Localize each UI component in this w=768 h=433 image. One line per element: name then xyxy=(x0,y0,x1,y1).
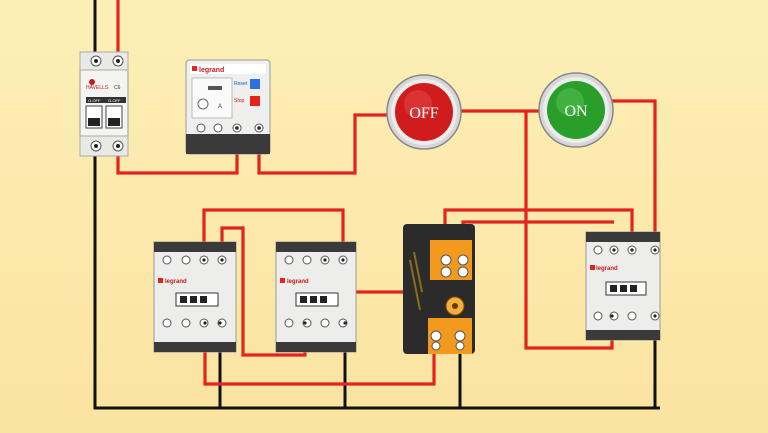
legrand-logo-icon xyxy=(280,278,285,283)
stop-label: Stop xyxy=(234,98,245,104)
on-push-button[interactable]: ON xyxy=(538,72,614,148)
contactor-1-brand: legrand xyxy=(165,279,187,285)
contactor-2: legrand xyxy=(275,241,357,353)
relay-brand: legrand xyxy=(199,67,224,74)
on-to-c3-wire xyxy=(611,99,657,260)
contactor-2-brand: legrand xyxy=(287,279,309,285)
reset-label: Reset xyxy=(234,81,248,87)
reset-button[interactable] xyxy=(250,79,260,89)
breaker-rating: C6 xyxy=(114,85,121,91)
terminal-screws xyxy=(202,248,657,325)
timer-relay: legrand A Reset Stop xyxy=(185,59,271,155)
module-marking-icon xyxy=(409,251,423,311)
off-push-button[interactable]: OFF xyxy=(386,74,462,150)
relay-unit: A xyxy=(218,104,222,110)
on-button-label: ON xyxy=(564,103,588,120)
c1-to-overload-wire xyxy=(203,323,436,386)
breaker-state-right: O-OFF xyxy=(108,98,121,103)
c1-c2-link-wire xyxy=(202,208,345,260)
brand-logo-icon xyxy=(89,79,95,85)
legrand-logo-icon xyxy=(192,66,197,71)
stop-button[interactable] xyxy=(250,96,260,106)
breaker-brand: HAVELLS xyxy=(86,85,109,91)
contactor-1: legrand xyxy=(153,241,237,353)
relay-to-off-wire xyxy=(257,113,389,175)
mcb-breaker: HAVELLS C6 O-OFF O-OFF xyxy=(79,51,129,157)
off-button-label: OFF xyxy=(409,105,438,122)
contactor-3: legrand xyxy=(585,231,661,341)
breaker-state-left: O-OFF xyxy=(88,98,101,103)
legrand-logo-icon xyxy=(590,265,595,270)
adjust-knob-icon[interactable] xyxy=(197,98,209,110)
contactor-3-brand: legrand xyxy=(596,266,618,272)
legrand-logo-icon xyxy=(158,278,163,283)
overload-timer-module xyxy=(403,224,475,354)
